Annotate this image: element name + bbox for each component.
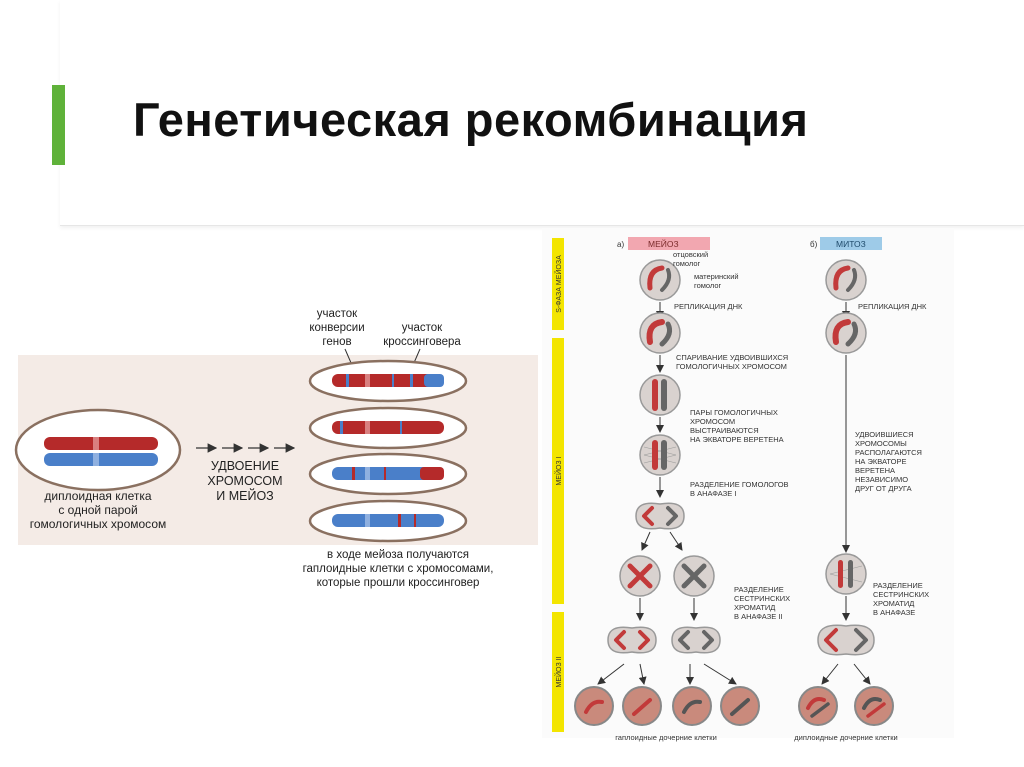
pairing-label-1: СПАРИВАНИЕ УДВОИВШИХСЯ: [676, 353, 788, 362]
alignment-label-4: НА ЭКВАТОРЕ ВЕРЕТЕНА: [690, 435, 784, 444]
mitosis-cell-2: [825, 312, 867, 354]
meiosis-cell-5: [635, 502, 685, 530]
mitosis-arrow-4b: [853, 663, 871, 685]
gene-conversion-label-3: генов: [322, 336, 351, 348]
anaphase2-label-3: ХРОМАТИД: [734, 603, 775, 612]
gene-conversion-label-2: конверсии: [309, 322, 364, 334]
result-caption-1: в ходе мейоза получаются: [327, 549, 469, 561]
diploid-caption-2: с одной парой: [58, 503, 137, 517]
diploid-daughter-caption: диплоидные дочерние клетки: [794, 733, 897, 742]
diploid-caption-1: диплоидная клетка: [44, 489, 152, 503]
mitosis-cell-1: [825, 259, 867, 301]
haploid-cell-2: [308, 406, 468, 450]
meiosis-cell-7b: [671, 626, 721, 654]
title-accent-bar: [52, 85, 65, 165]
crossing-over-label-2: кроссинговера: [383, 336, 461, 348]
meiosis-arrow-5b: [669, 531, 683, 551]
mitosis-cell-4: [817, 624, 875, 656]
mitosis-alignment-7: ДРУГ ОТ ДРУГА: [855, 484, 912, 493]
meiosis-arrow-7a: [597, 663, 625, 685]
haploid-cell-3: [308, 452, 468, 496]
meiosis-arrow-7d: [703, 663, 737, 685]
meiosis-arrow-5a: [641, 531, 651, 551]
meiosis-header: [628, 237, 710, 250]
meiosis-cell-2: [639, 312, 681, 354]
meiosis-2-bar: [552, 612, 564, 732]
meiosis-cell-7a: [607, 626, 657, 654]
mitosis-replication-label: РЕПЛИКАЦИЯ ДНК: [858, 302, 927, 311]
meiosis-arrow-7b: [638, 663, 647, 685]
process-label-2: ХРОМОСОМ: [207, 474, 282, 488]
anaphase1-label-1: РАЗДЕЛЕНИЕ ГОМОЛОГОВ: [690, 480, 789, 489]
anaphase2-label-4: В АНАФАЗЕ II: [734, 612, 783, 621]
haploid-daughter-caption: гаплоидные дочерние клетки: [615, 733, 717, 742]
meiosis-replication-label: РЕПЛИКАЦИЯ ДНК: [674, 302, 743, 311]
title-panel: [60, 0, 1024, 226]
diploid-caption-3: гомологичных хромосом: [30, 517, 167, 531]
alignment-label-2: ХРОМОСОМ: [690, 417, 735, 426]
meiosis-header-prefix: а): [617, 240, 624, 249]
meiosis-cell-4: [639, 434, 681, 476]
slide-title: Генетическая рекомбинация: [133, 93, 809, 146]
mitosis-alignment-3: РАСПОЛАГАЮТСЯ: [855, 448, 922, 457]
diploid-cell: [14, 408, 182, 492]
crossing-over-label-1: участок: [402, 322, 443, 334]
mitosis-alignment-5: ВЕРЕТЕНА: [855, 466, 895, 475]
result-caption-3: которые прошли кроссинговер: [317, 577, 480, 589]
anaphase2-label-2: СЕСТРИНСКИХ: [734, 594, 790, 603]
meiosis-cell-3: [639, 374, 681, 416]
mitosis-alignment-1: УДВОИВШИЕСЯ: [855, 430, 914, 439]
right-figure-background: [542, 228, 954, 738]
meiosis-cell-6b: [673, 555, 715, 597]
haploid-cell-4: [308, 499, 468, 543]
meiosis-1-label: МЕЙОЗ I: [554, 456, 563, 485]
gene-conversion-label-1: участок: [317, 308, 358, 320]
mitosis-anaphase-4: В АНАФАЗЕ: [873, 608, 915, 617]
anaphase2-label-1: РАЗДЕЛЕНИЕ: [734, 585, 784, 594]
result-caption-2: гаплоидные клетки с хромосомами,: [303, 563, 494, 575]
paternal-label-2: гомолог: [673, 259, 701, 268]
maternal-label-2: гомолог: [694, 281, 722, 290]
alignment-label-1: ПАРЫ ГОМОЛОГИЧНЫХ: [690, 408, 778, 417]
haploid-cell-1: [308, 359, 468, 403]
meiosis-cell-6a: [619, 555, 661, 597]
alignment-label-3: ВЫСТРАИВАЮТСЯ: [690, 426, 759, 435]
mitosis-alignment-4: НА ЭКВАТОРЕ: [855, 457, 907, 466]
anaphase1-label-2: В АНАФАЗЕ I: [690, 489, 736, 498]
pairing-label-2: ГОМОЛОГИЧНЫХ ХРОМОСОМ: [676, 362, 787, 371]
chromosome-blue: [44, 453, 158, 466]
mitosis-alignment-6: НЕЗАВИСИМО: [855, 475, 908, 484]
s-phase-bar: [552, 238, 564, 330]
mitosis-anaphase-3: ХРОМАТИД: [873, 599, 914, 608]
mitosis-anaphase-2: СЕСТРИНСКИХ: [873, 590, 929, 599]
mitosis-cell-3: [825, 553, 867, 595]
mitosis-alignment-2: ХРОМОСОМЫ: [855, 439, 907, 448]
process-label-1: УДВОЕНИЕ: [211, 459, 279, 473]
paternal-label-1: отцовский: [673, 250, 708, 259]
s-phase-label: S-ФАЗА МЕЙОЗА: [554, 255, 563, 313]
maternal-label-1: материнский: [694, 272, 739, 281]
meiosis-2-label: МЕЙОЗ II: [554, 656, 563, 687]
mitosis-anaphase-1: РАЗДЕЛЕНИЕ: [873, 581, 923, 590]
meiosis-1-bar: [552, 338, 564, 604]
mitosis-arrow-4a: [821, 663, 839, 685]
mitosis-header-label: МИТОЗ: [836, 239, 866, 249]
chromosome-red: [44, 437, 158, 450]
meiosis-cell-1: [639, 259, 681, 301]
mitosis-header-prefix: б): [810, 240, 818, 249]
mitosis-header: [820, 237, 882, 250]
process-label-3: И МЕЙОЗ: [216, 488, 273, 503]
haploid-daughter-cells: [574, 686, 760, 726]
meiosis-header-label: МЕЙОЗ: [648, 238, 679, 249]
diploid-daughter-cells: [798, 686, 894, 726]
